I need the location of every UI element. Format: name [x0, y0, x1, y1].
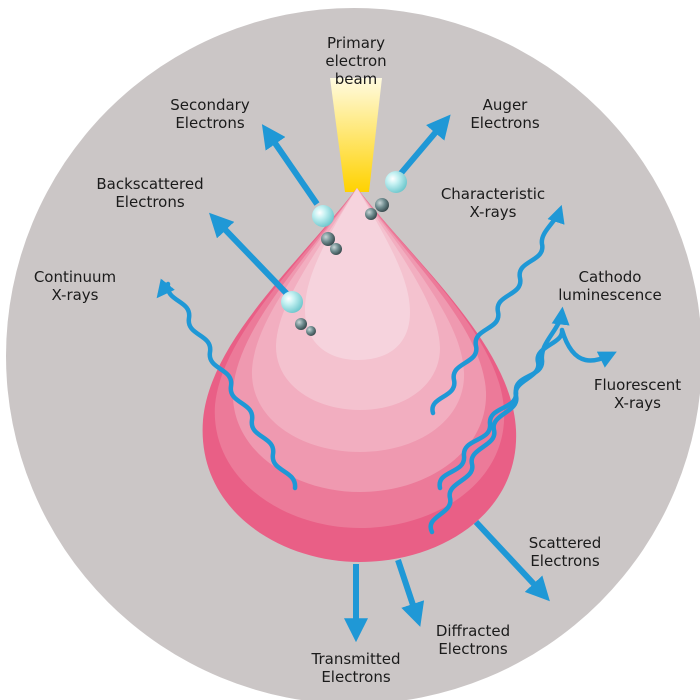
fluorescent-xrays-label: Fluorescent X-rays [590, 376, 685, 412]
dark-particle [375, 198, 389, 212]
characteristic-xrays-label: Characteristic X-rays [428, 185, 558, 221]
transmitted-electrons-label: Transmitted Electrons [306, 650, 406, 686]
backscattered-electrons-label: Backscattered Electrons [90, 175, 210, 211]
diffracted-electrons-label: Diffracted Electrons [428, 622, 518, 658]
auger-electron-ball [385, 171, 407, 193]
dark-particle [295, 318, 307, 330]
dark-particle [330, 243, 342, 255]
primary-beam-label: Primary electron beam [316, 34, 396, 88]
backscattered-electron-ball [281, 291, 303, 313]
dark-particle [365, 208, 377, 220]
secondary-electrons-label: Secondary Electrons [160, 96, 260, 132]
secondary-electron-ball [312, 205, 334, 227]
cathodoluminescence-label: Cathodo luminescence [555, 268, 665, 304]
continuum-xrays-label: Continuum X-rays [30, 268, 120, 304]
dark-particle [306, 326, 316, 336]
scattered-electrons-label: Scattered Electrons [520, 534, 610, 570]
auger-electrons-label: Auger Electrons [460, 96, 550, 132]
